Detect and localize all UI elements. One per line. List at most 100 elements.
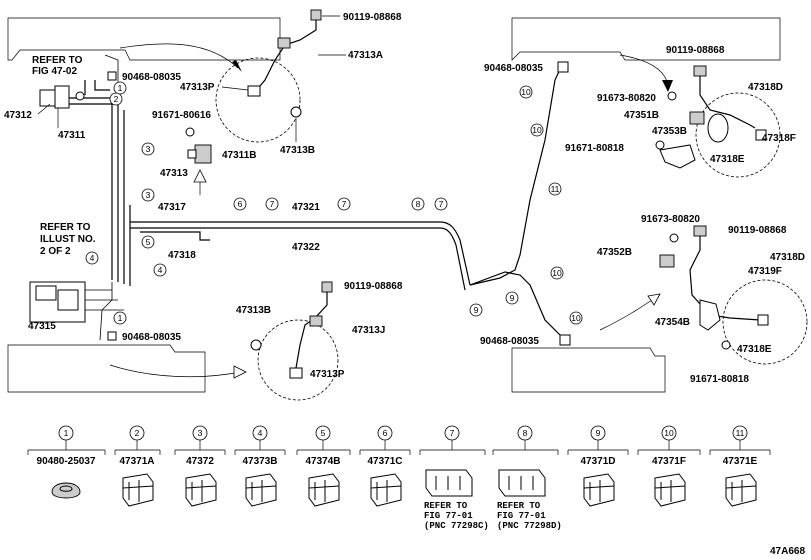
- legend-clip-illustration: [245, 473, 277, 507]
- legend-clip-illustration: [308, 473, 340, 507]
- brake-valve-47312: [39, 85, 85, 109]
- pipe-bundle-vertical: [111, 95, 131, 286]
- bolt-90468-top: [107, 71, 117, 81]
- label-refer-to-1: REFER TO: [32, 55, 83, 66]
- legend-number: 2: [135, 428, 140, 438]
- label-90468-bottom: 90468-08035: [122, 332, 181, 343]
- svg-text:10: 10: [571, 313, 581, 323]
- label-47318d-bottom: 47318D: [770, 252, 805, 263]
- legend-reference-text: REFER TO: [424, 501, 468, 511]
- legend-clip-illustration: [185, 473, 217, 507]
- svg-text:7: 7: [270, 199, 275, 209]
- svg-text:10: 10: [552, 268, 562, 278]
- legend-number: 5: [321, 428, 326, 438]
- svg-text:1: 1: [118, 313, 123, 323]
- legend-clip-illustration: [725, 473, 757, 507]
- parts-legend: 190480-25037247371A347372447373B547374B6…: [37, 425, 758, 531]
- svg-text:10: 10: [532, 125, 542, 135]
- label-47311: 47311: [58, 130, 86, 141]
- legend-number: 9: [596, 428, 601, 438]
- label-illust-no: ILLUST NO.: [40, 234, 96, 245]
- fitting-47311b: [185, 127, 212, 164]
- label-47313b-top: 47313B: [280, 145, 315, 156]
- legend-clip-illustration: [498, 469, 546, 497]
- label-47351b: 47351B: [624, 110, 659, 121]
- svg-text:3: 3: [146, 190, 151, 200]
- label-refer-to-2: REFER TO: [40, 222, 91, 233]
- legend-number: 4: [258, 428, 263, 438]
- legend-part-number: 47374B: [305, 456, 340, 467]
- detail-circle-front-left: [215, 57, 301, 143]
- label-47318e-top: 47318E: [710, 154, 745, 165]
- label-90468-top: 90468-08035: [122, 72, 181, 83]
- svg-text:3: 3: [146, 144, 151, 154]
- body-outline-bottom-right: [511, 347, 666, 393]
- arrow-bottom-left: [109, 364, 247, 379]
- legend-clip-illustration: [122, 473, 154, 507]
- label-90119-right-bottom: 90119-08868: [728, 225, 787, 236]
- svg-text:9: 9: [474, 305, 479, 315]
- hose-rear-right: [659, 225, 769, 350]
- body-outline-top-left: [7, 17, 281, 61]
- label-47313p-bottom: 47313P: [310, 369, 345, 380]
- svg-text:1: 1: [118, 83, 123, 93]
- legend-part-number: 47371A: [119, 456, 154, 467]
- label-90119-08868-top: 90119-08868: [343, 12, 402, 23]
- label-90119-right-top: 90119-08868: [666, 45, 725, 56]
- legend-item-5: 5 47374B: [305, 425, 341, 507]
- bolt-90468-right-bottom: [559, 334, 571, 346]
- label-91673-80820-top: 91673-80820: [597, 93, 656, 104]
- legend-number: 1: [64, 428, 69, 438]
- bolt-90468-bottom: [107, 331, 117, 341]
- legend-clip-illustration: [654, 473, 686, 507]
- svg-text:6: 6: [238, 199, 243, 209]
- svg-text:2: 2: [114, 94, 119, 104]
- legend-number: 11: [736, 428, 745, 438]
- body-outline-top-right: [511, 17, 781, 61]
- legend-number: 3: [198, 428, 203, 438]
- abs-actuator-47315: [29, 281, 124, 323]
- label-47352b: 47352B: [597, 247, 632, 258]
- label-47315: 47315: [28, 321, 56, 332]
- hose-47313a: [247, 9, 322, 118]
- label-47321: 47321: [292, 202, 320, 213]
- callout-circles: 1 2 3 3 5 4 4 1 6 7 7 8 7 9 9 10 10 11 1…: [85, 81, 583, 325]
- arrow-bottom-right: [599, 293, 661, 331]
- legend-clip-illustration: [370, 473, 402, 507]
- bolt-90468-right-top: [557, 61, 569, 73]
- legend-reference-text: FIG 77-01: [497, 511, 546, 521]
- svg-text:7: 7: [342, 199, 347, 209]
- part-labels: 90119-08868 47313A 47313P 47313B REFER T…: [4, 12, 805, 385]
- label-47311b: 47311B: [222, 150, 256, 161]
- figure-code: 47A668: [770, 546, 805, 557]
- arrow-mid-left: [193, 169, 207, 195]
- svg-text:10: 10: [521, 87, 531, 97]
- label-47319f: 47319F: [748, 266, 782, 277]
- label-47313b-bottom: 47313B: [236, 305, 271, 316]
- label-90468-right-bottom: 90468-08035: [480, 336, 539, 347]
- legend-part-number: 47371F: [652, 456, 686, 467]
- label-90119-08868-mid: 90119-08868: [344, 281, 403, 292]
- legend-clip-illustration: [425, 469, 473, 497]
- label-47317: 47317: [158, 202, 186, 213]
- hose-front-right: [655, 65, 767, 169]
- legend-part-number: 47371C: [367, 456, 402, 467]
- pipe-right-run: [469, 64, 566, 341]
- label-91671-80818-bottom: 91671-80818: [690, 374, 749, 385]
- label-47318d-top: 47318D: [748, 82, 783, 93]
- label-91671-80818-top: 91671-80818: [565, 143, 624, 154]
- label-47353b: 47353B: [652, 126, 687, 137]
- label-47318f: 47318F: [762, 133, 796, 144]
- legend-number: 7: [450, 428, 455, 438]
- label-90468-right-top: 90468-08035: [484, 63, 543, 74]
- label-47318: 47318: [168, 250, 196, 261]
- svg-text:11: 11: [551, 184, 560, 194]
